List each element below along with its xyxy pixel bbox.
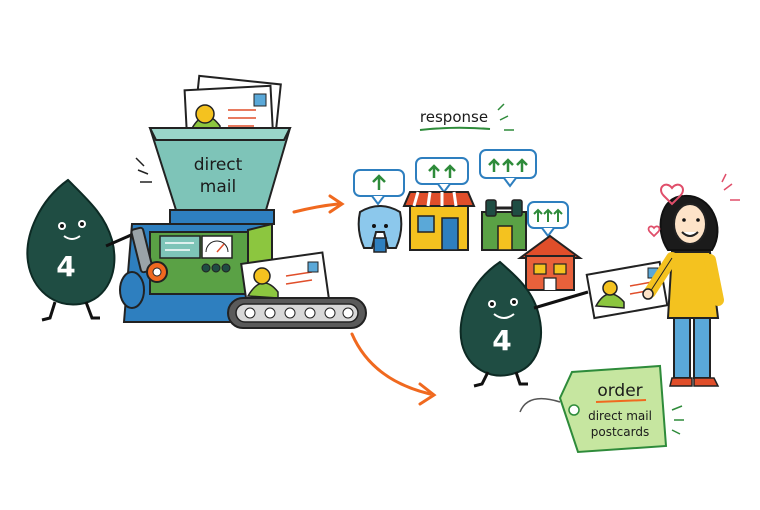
- heart-icon: [647, 173, 740, 238]
- order-tag: order direct mail postcards: [519, 364, 684, 454]
- house-icon: [516, 201, 584, 291]
- postcard-stack: [183, 74, 282, 148]
- customer-person: [642, 194, 724, 387]
- storefront-icon: [402, 157, 476, 251]
- direct-mail-machine: direct mail: [119, 74, 367, 329]
- postcard-icon: [585, 260, 669, 320]
- mascot-left-number: 4: [56, 250, 75, 283]
- postcard-output: [240, 251, 330, 311]
- tooth-shop-icon: [353, 169, 405, 253]
- mascot-right: 4: [459, 260, 589, 388]
- response-label: response: [420, 108, 488, 126]
- flow-arrow-down: [350, 332, 437, 406]
- tag-line2: postcards: [591, 425, 649, 439]
- tag-title: order: [597, 381, 642, 401]
- hopper-label-line2: mail: [200, 177, 236, 197]
- gym-icon: [479, 149, 537, 251]
- hopper-label-line1: direct: [194, 155, 243, 175]
- mascot-right-number: 4: [492, 324, 511, 357]
- flow-arrow-right: [292, 194, 345, 214]
- tag-line1: direct mail: [588, 409, 652, 423]
- mascot-left: 4: [26, 157, 152, 322]
